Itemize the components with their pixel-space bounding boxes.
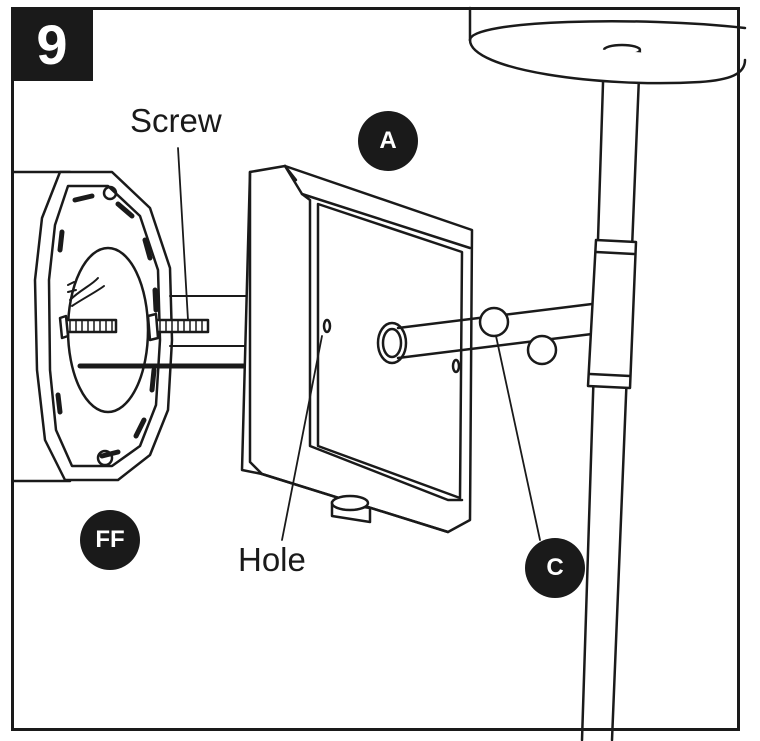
hole-label: Hole <box>238 541 306 578</box>
wires <box>67 277 105 307</box>
part-ff-badge: FF <box>80 510 140 570</box>
part-c-badge: C <box>525 538 585 598</box>
step-number-badge: 9 <box>11 7 93 81</box>
lamp-pole <box>580 43 642 741</box>
screws <box>58 312 210 342</box>
screw-label: Screw <box>130 102 222 139</box>
arm-c-leader-line <box>495 335 541 541</box>
alignment-lines <box>77 295 249 369</box>
lamp-arm <box>396 302 594 366</box>
screw-leader-line <box>177 147 189 321</box>
canopy-a <box>240 164 474 534</box>
hole-leader-line <box>281 335 323 541</box>
part-a-badge: A <box>358 111 418 171</box>
diagram-frame <box>11 7 740 731</box>
lamp-shade <box>468 6 747 85</box>
